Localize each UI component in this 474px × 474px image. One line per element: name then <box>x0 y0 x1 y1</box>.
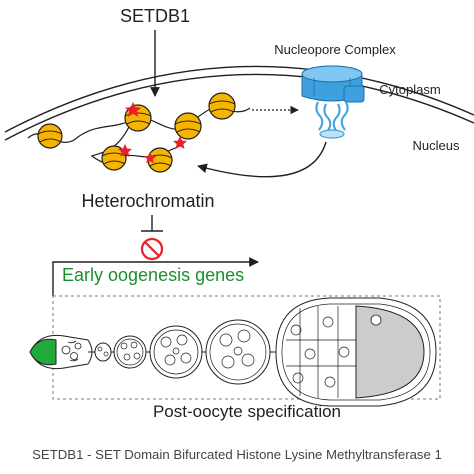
star-icon <box>173 136 187 149</box>
nucleosome <box>208 92 236 120</box>
star-icon <box>125 102 141 117</box>
nuclear-envelope-outer <box>4 65 474 133</box>
nucleosome <box>37 123 63 149</box>
promoter-arrow <box>52 257 259 296</box>
ovariole <box>29 297 437 407</box>
nucleopore-complex-label: Nucleopore Complex <box>274 42 396 57</box>
setdb1-label: SETDB1 <box>120 6 190 26</box>
star-icon <box>118 144 132 157</box>
oocyte <box>355 305 425 399</box>
nucleopore-complex <box>301 65 365 139</box>
heterochromatin-label: Heterochromatin <box>81 191 214 211</box>
egg-chamber-frame <box>52 295 441 400</box>
nuclear-envelope-inner <box>4 73 474 141</box>
footnote: SETDB1 - SET Domain Bifurcated Histone L… <box>32 447 442 462</box>
nucleosome <box>101 145 127 171</box>
nucleus-label: Nucleus <box>413 138 460 153</box>
germarium-tip <box>29 338 57 366</box>
no-entry-icon <box>140 237 164 261</box>
return-arrow <box>197 141 327 178</box>
early-oogenesis-genes-label: Early oogenesis genes <box>62 265 244 285</box>
nucleosome <box>147 147 173 173</box>
post-oocyte-specification-label: Post-oocyte specification <box>153 402 341 421</box>
nucleosome <box>174 112 202 140</box>
star-icon <box>144 152 156 164</box>
cytoplasm-label: Cytoplasm <box>379 82 440 97</box>
